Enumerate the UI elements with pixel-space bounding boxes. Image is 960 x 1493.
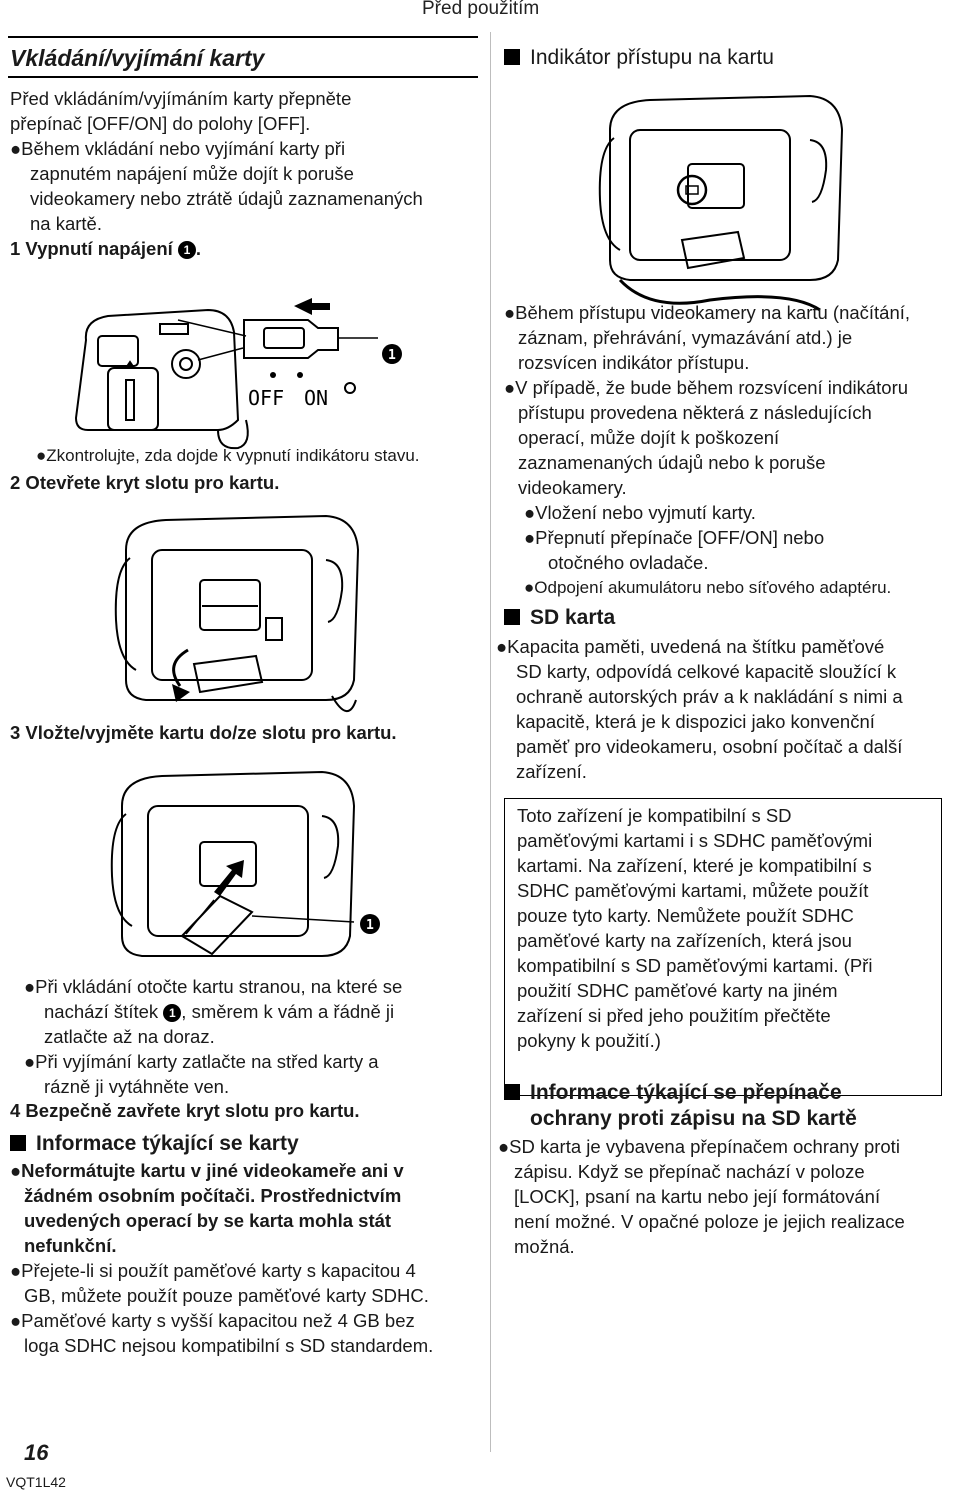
callout-1-icon: 1: [163, 1004, 182, 1022]
page-number: 16: [24, 1440, 49, 1465]
write-protect-heading: Informace týkající se přepínače ochrany …: [504, 1080, 857, 1132]
step-3: 3 Vložte/vyjměte kartu do/ze slotu pro k…: [10, 722, 397, 743]
power-switch-figure: OFF ON 1: [74, 298, 402, 450]
card-info-heading: Informace týkající se karty: [10, 1132, 299, 1156]
step-2: 2 Otevřete kryt slotu pro kartu.: [10, 472, 280, 493]
intro-text: Před vkládáním/vyjímáním karty přepněte …: [10, 88, 352, 134]
page-title: Vkládání/vyjímání karty: [10, 45, 265, 71]
open-slot-figure: [114, 514, 360, 712]
compatibility-note-box: Toto zařízení je kompatibilní s SD paměť…: [504, 798, 942, 1096]
switch-on-label: ON: [304, 386, 328, 410]
insert-card-figure: 1: [110, 770, 380, 957]
switch-off-label: OFF: [248, 386, 284, 410]
callout-1-icon: [382, 344, 402, 364]
card-info-notes: ●Přejete-li si použít paměťové karty s k…: [10, 1260, 434, 1356]
section-label: Před použitím: [422, 0, 540, 19]
svg-text:1: 1: [366, 918, 374, 933]
sd-card-heading: SD karta: [504, 606, 615, 630]
card-info-warning: ●Neformátujte kartu v jiné videokameře a…: [10, 1160, 404, 1256]
document-code: VQT1L42: [6, 1474, 66, 1490]
column-divider: [490, 32, 491, 1452]
access-indicator-figure: [598, 94, 844, 312]
step-4: 4 Bezpečně zavřete kryt slotu pro kartu.: [10, 1100, 360, 1121]
square-bullet-icon: [504, 49, 520, 65]
title-bar: Vkládání/vyjímání karty: [8, 36, 478, 78]
sd-card-notes: ●Kapacita paměti, uvedená na štítku pamě…: [496, 636, 903, 782]
square-bullet-icon: [504, 609, 520, 625]
square-bullet-icon: [504, 1084, 520, 1100]
callout-1-icon: 1: [177, 241, 196, 259]
step-3-notes: ●Při vkládání otočte kartu stranou, na k…: [24, 976, 403, 1097]
svg-text:1: 1: [388, 348, 396, 363]
access-notes: ●Během přístupu videokamery na kartu (na…: [504, 302, 911, 597]
write-protect-notes: ●SD karta je vybavena přepínačem ochrany…: [498, 1136, 905, 1257]
callout-1-icon: [360, 914, 380, 934]
access-indicator-heading: Indikátor přístupu na kartu: [504, 46, 774, 70]
step-1-note: ●Zkontrolujte, zda dojde k vypnutí indik…: [36, 446, 420, 465]
power-warning: ●Během vkládání nebo vyjímání karty při …: [10, 138, 423, 234]
square-bullet-icon: [10, 1135, 26, 1151]
step-1: 1 Vypnutí napájení 1.: [10, 238, 202, 259]
